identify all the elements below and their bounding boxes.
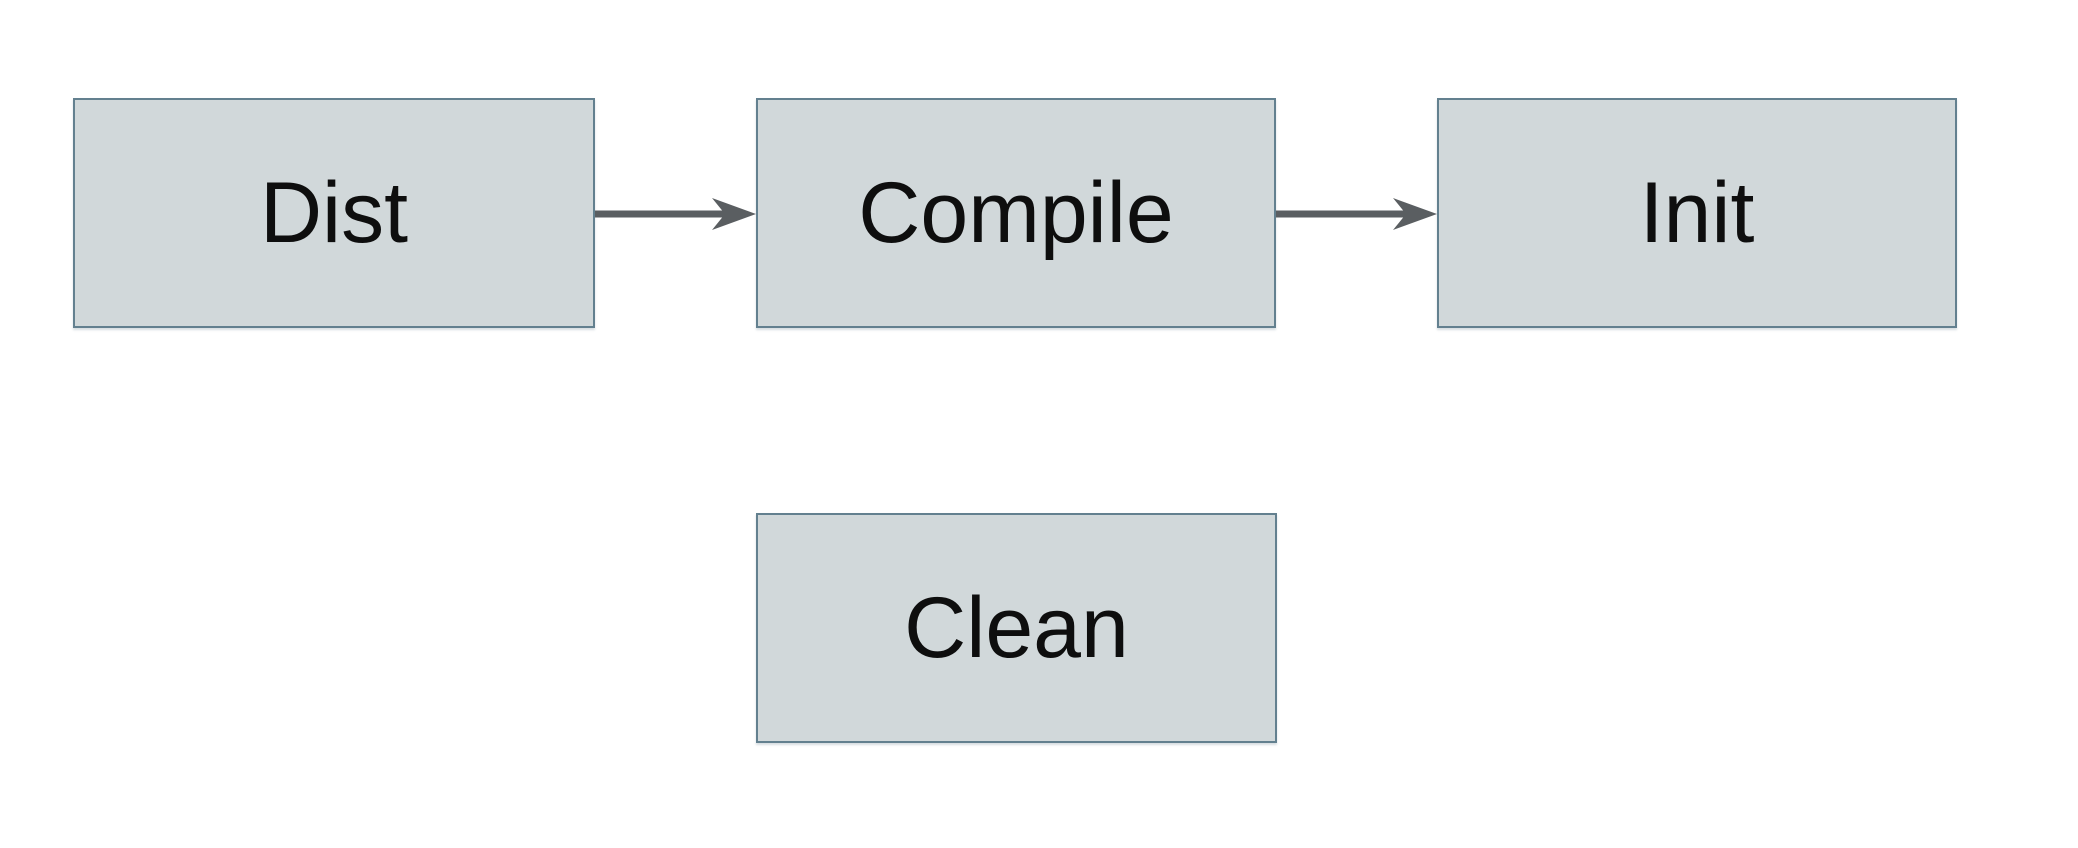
arrow-dist-to-compile-icon xyxy=(595,198,756,230)
node-clean[interactable]: Clean xyxy=(756,513,1277,743)
node-compile[interactable]: Compile xyxy=(756,98,1276,328)
node-clean-label: Clean xyxy=(904,580,1129,676)
node-init-label: Init xyxy=(1639,165,1755,261)
node-dist[interactable]: Dist xyxy=(73,98,595,328)
node-init[interactable]: Init xyxy=(1437,98,1957,328)
arrow-compile-to-init-icon xyxy=(1276,198,1437,230)
node-dist-label: Dist xyxy=(259,165,409,261)
node-compile-label: Compile xyxy=(858,165,1174,261)
